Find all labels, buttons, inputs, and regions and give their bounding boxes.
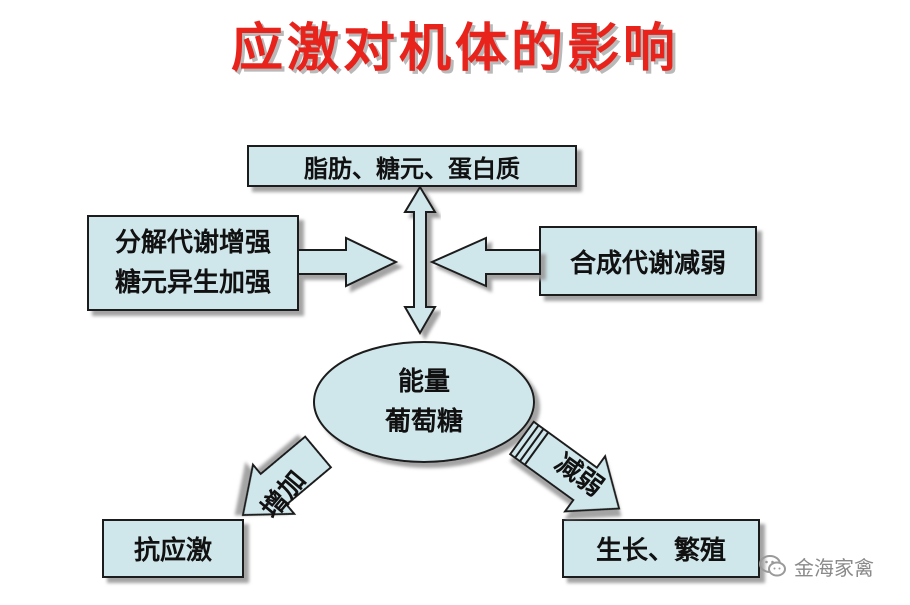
diagram-title: 应激对机体的影响 [230,19,679,79]
top-box-label: 脂肪、糖元、蛋白质 [248,146,576,186]
top-box-text: 脂肪、糖元、蛋白质 [304,154,520,183]
bottom-right-box-text: 生长、繁殖 [595,536,726,566]
left-box [87,215,299,311]
increase-arrow [241,435,333,517]
center-text-line1: 能量 [397,367,450,397]
wechat-icon [759,555,786,577]
right-box [539,226,757,296]
left-box-label: 分解代谢增强 糖元异生加强 [88,216,298,310]
right-arrow [429,236,541,288]
center-ellipse-label: 能量 葡萄糖 [314,342,534,462]
center-ellipse [313,341,535,463]
left-box-text-line1: 分解代谢增强 [114,228,271,258]
right-box-text: 合成代谢减弱 [569,248,726,279]
bottom-right-box [562,519,760,578]
top-box [247,145,577,187]
left-arrow [297,236,399,288]
bottom-right-box-label: 生长、繁殖 [563,520,759,577]
center-text-line2: 葡萄糖 [384,407,463,437]
bottom-left-box-text: 抗应激 [133,536,212,566]
watermark-text: 金海家禽 [794,555,874,580]
decrease-arrow [508,420,621,513]
bottom-left-box-label: 抗应激 [103,520,243,577]
vertical-double-arrow [403,185,437,336]
watermark: 金海家禽 [758,552,874,580]
bottom-left-box [102,519,244,578]
right-box-label: 合成代谢减弱 [540,227,756,295]
left-box-text-line2: 糖元异生加强 [114,268,271,298]
